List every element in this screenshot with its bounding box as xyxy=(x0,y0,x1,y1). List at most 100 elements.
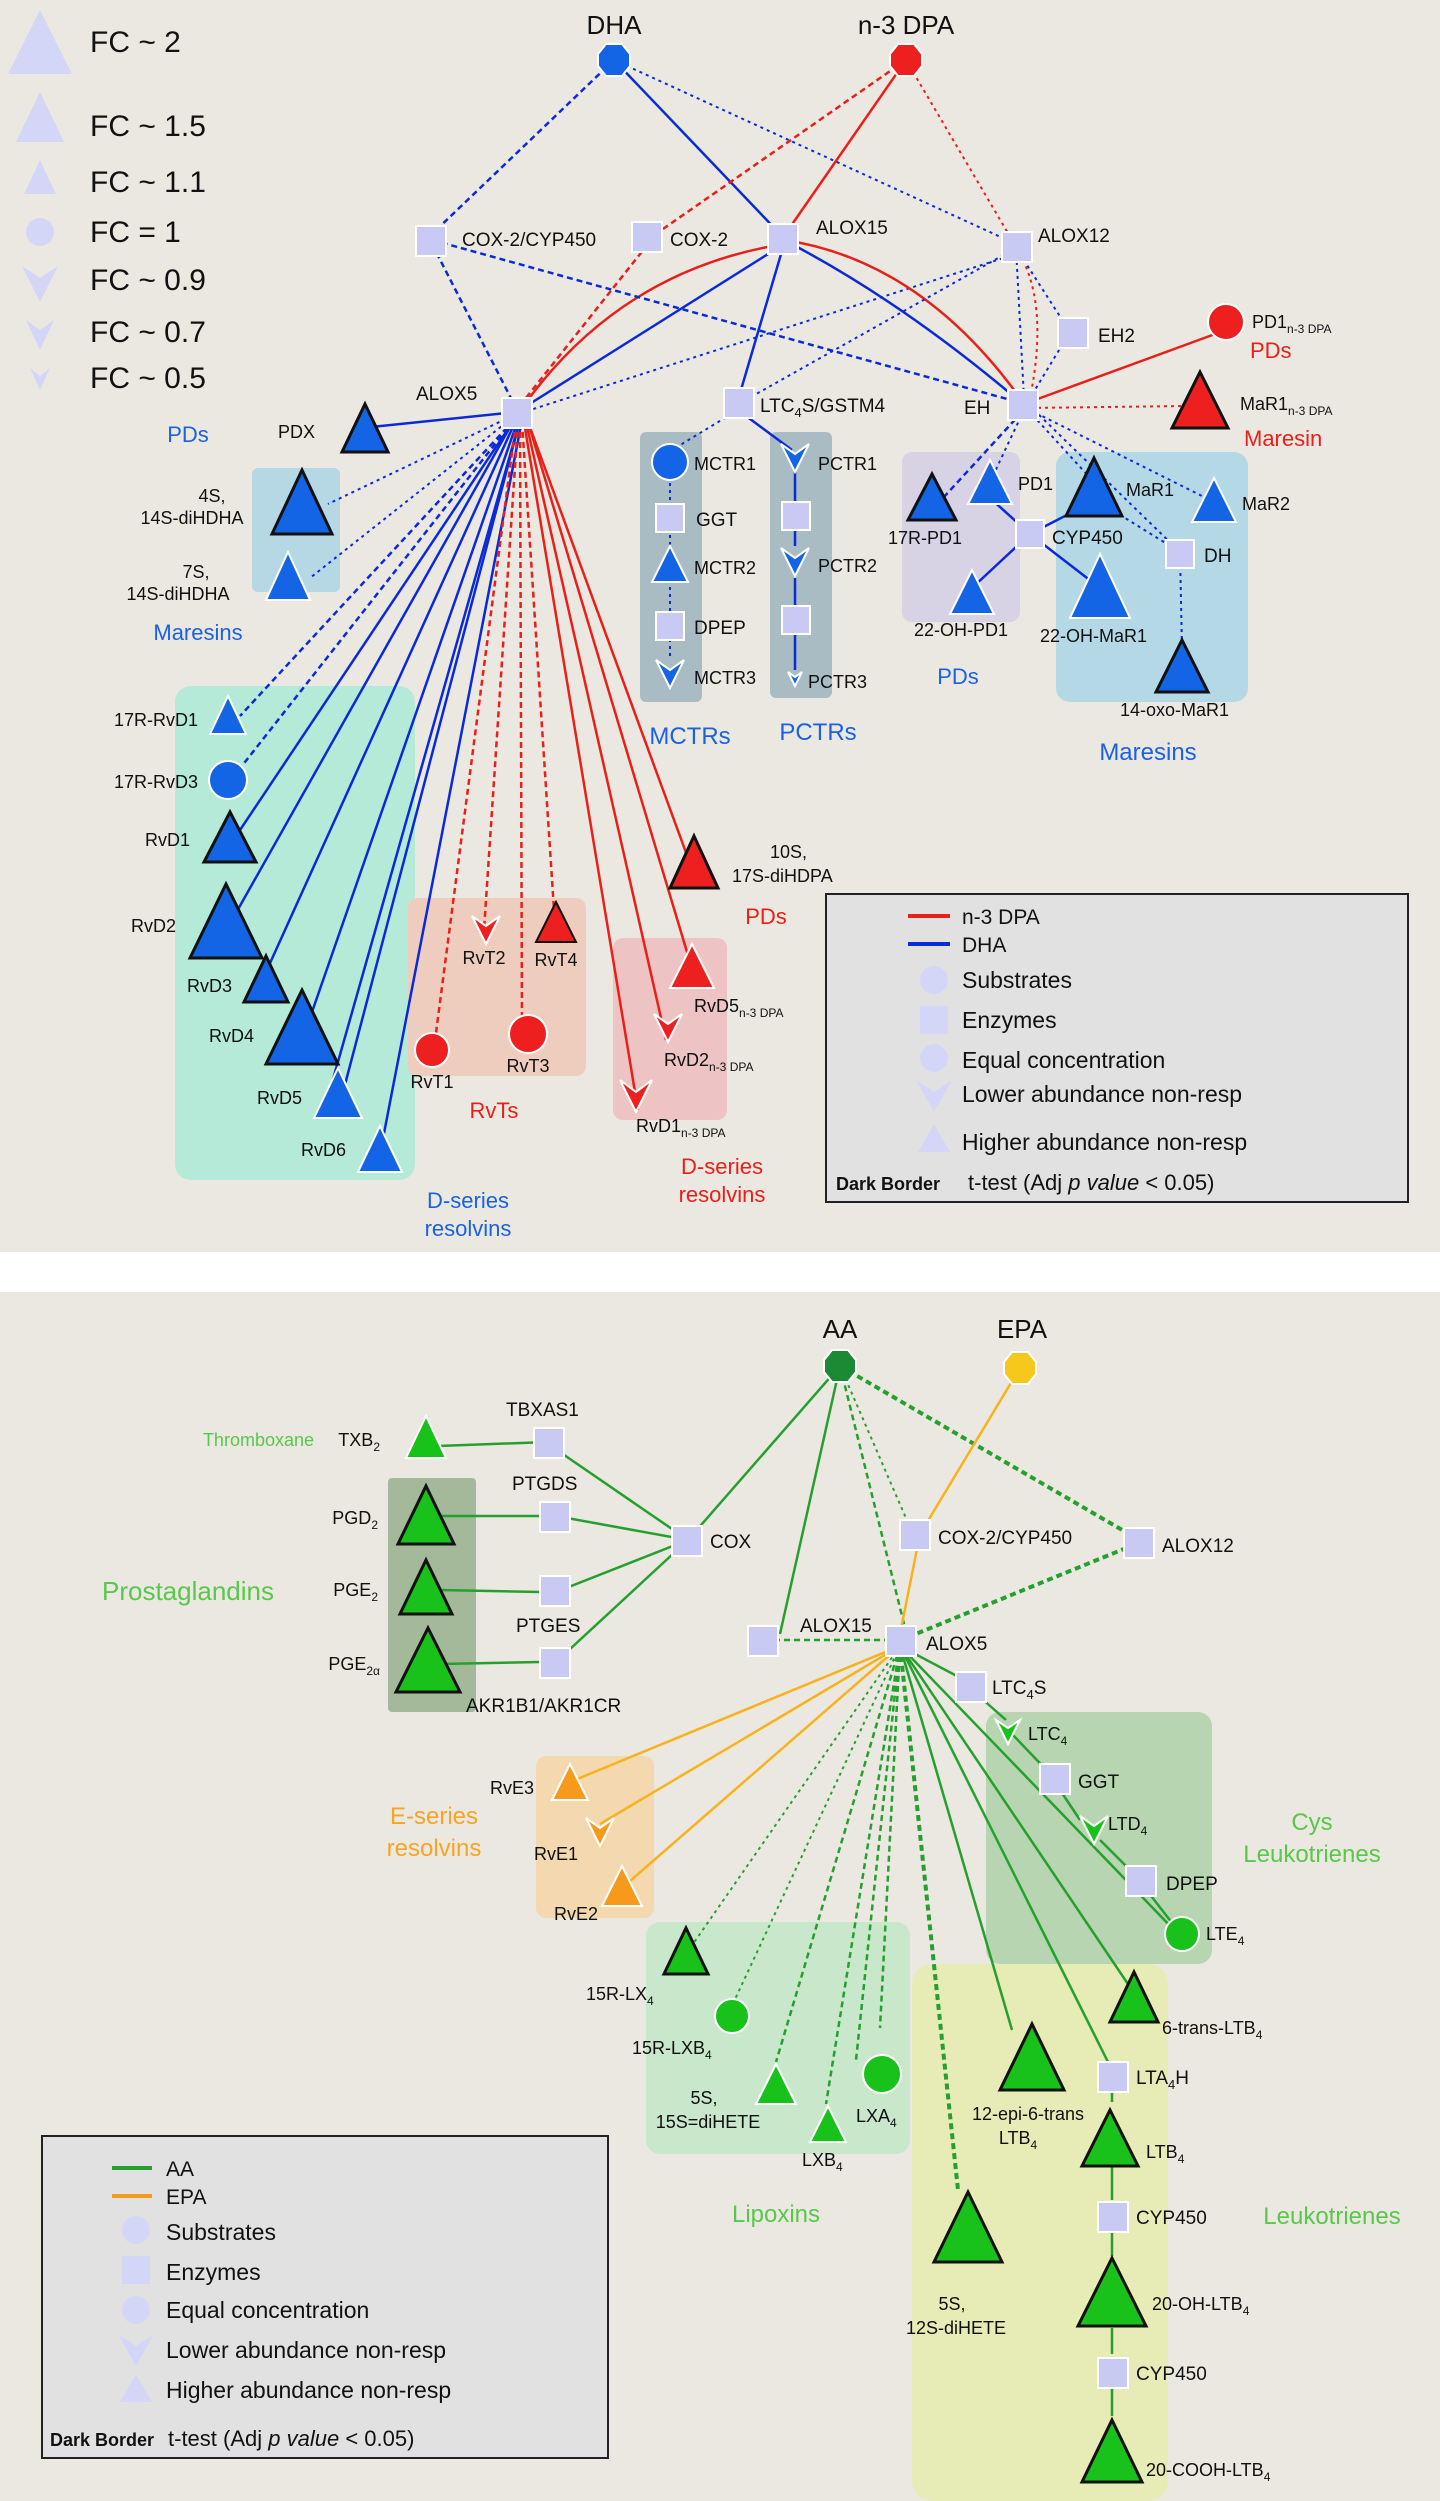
rve1-down-triangle xyxy=(585,1817,615,1849)
fc-legend-label: FC ~ 1.5 xyxy=(90,110,206,143)
cyp450-b-label: CYP450 xyxy=(1136,2364,1207,2385)
txb2-triangle xyxy=(404,1413,448,1459)
pctrs-label: PCTRs xyxy=(779,719,856,746)
6-trans-ltb4-triangle xyxy=(1107,1968,1161,2024)
enzyme-node xyxy=(533,1427,565,1459)
ltc4-down-triangle xyxy=(993,1717,1023,1747)
ggt-label: GGT xyxy=(1078,1772,1120,1793)
legend-substrates: Substrates xyxy=(962,967,1072,993)
cox2-cyp450-label: COX-2/CYP450 xyxy=(462,230,596,251)
substrates-icon xyxy=(122,2216,150,2244)
pctr1-label: PCTR1 xyxy=(818,454,877,474)
mar1-n3dpa-label: MaR1n-3 DPA xyxy=(1240,394,1332,418)
rvd1-n3dpa-down-triangle xyxy=(619,1079,653,1115)
rvts-label: RvTs xyxy=(470,1098,519,1123)
cyp450-label: CYP450 xyxy=(1052,528,1123,549)
pd1-n3dpa-circle xyxy=(1207,303,1245,341)
panel-separator xyxy=(0,1252,1440,1292)
legend-dark-border: Dark Border xyxy=(50,2430,154,2450)
15s-dihete-label: 15S=diHETE xyxy=(656,2112,761,2132)
alox15-label: ALOX15 xyxy=(816,218,888,239)
4s-label: 4S, xyxy=(198,486,225,506)
eh-label: EH xyxy=(964,398,990,419)
pd1-n3dpa-label: PD1n-3 DPA xyxy=(1252,312,1331,336)
panel-1-mediators xyxy=(187,303,1245,1173)
enzyme-node xyxy=(631,221,663,253)
aa-label: AA xyxy=(823,1314,858,1344)
rvd5-triangle xyxy=(312,1065,364,1119)
4s-14s-dihdha-triangle xyxy=(269,466,335,536)
20-cooh-ltb4-label: 20-COOH-LTB4 xyxy=(1146,2460,1271,2484)
12s-dihete-label: 12S-diHETE xyxy=(906,2318,1006,2338)
akr-label: AKR1B1/AKR1CR xyxy=(466,1696,621,1717)
14-oxo-mar1-label: 14-oxo-MaR1 xyxy=(1120,700,1229,720)
legend-higher: Higher abundance non-resp xyxy=(962,1129,1247,1155)
22-oh-pd1-label: 22-OH-PD1 xyxy=(914,620,1008,640)
rvd5-n3dpa-triangle xyxy=(668,941,716,989)
enzyme-node xyxy=(781,501,811,531)
pge2a-label: PGE2α xyxy=(328,1654,380,1678)
pgd2-label: PGD2 xyxy=(332,1508,378,1532)
enzyme-node xyxy=(1125,1865,1157,1897)
14s-dihdha-label: 14S-diHDHA xyxy=(126,584,229,604)
alox5-label: ALOX5 xyxy=(926,1634,987,1655)
15r-lxb4-circle xyxy=(714,1998,750,2034)
pds-n3-label: PDs xyxy=(1250,338,1292,363)
equal-icon xyxy=(920,1044,948,1072)
rvt3-circle xyxy=(508,1014,548,1054)
rvd2-n3dpa-label: RvD2n-3 DPA xyxy=(664,1050,753,1074)
enzyme-node xyxy=(539,1501,571,1533)
lxb4-triangle xyxy=(808,2103,848,2143)
rvd5-n3dpa-label: RvD5n-3 DPA xyxy=(694,996,783,1020)
enzyme-node xyxy=(1097,2357,1129,2389)
rvd1-triangle xyxy=(201,808,259,864)
legend-higher: Higher abundance non-resp xyxy=(166,2377,451,2403)
14-oxo-mar1-triangle xyxy=(1153,636,1211,694)
panel-2-legend: AA EPA Substrates Enzymes Equal concentr… xyxy=(41,2135,609,2459)
rvd2-n3dpa-down-triangle xyxy=(653,1013,683,1045)
17r-rvd3-circle xyxy=(208,760,248,800)
legend-enzymes: Enzymes xyxy=(166,2259,261,2285)
rvt1-circle xyxy=(414,1032,450,1068)
legend-substrates: Substrates xyxy=(166,2219,276,2245)
22-oh-mar1-label: 22-OH-MaR1 xyxy=(1040,626,1147,646)
fc-legend-label: FC ~ 2 xyxy=(90,26,181,59)
alox12-label: ALOX12 xyxy=(1038,226,1110,247)
pds-blue-label: PDs xyxy=(167,422,209,447)
enzyme-node xyxy=(1097,2201,1129,2233)
substrates-icon xyxy=(920,966,948,994)
lxb4-label: LXB4 xyxy=(802,2150,843,2174)
ptges-label: PTGES xyxy=(516,1616,580,1637)
rvt2-down-triangle xyxy=(471,915,501,947)
txb2-label: TXB2 xyxy=(338,1430,380,1454)
fc-legend-label: FC ~ 0.7 xyxy=(90,316,206,349)
enzyme-node xyxy=(539,1647,571,1679)
enzyme-node xyxy=(1015,519,1045,549)
alox12-label: ALOX12 xyxy=(1162,1536,1234,1557)
maresins-right-label: Maresins xyxy=(1099,739,1196,766)
mar1-label: MaR1 xyxy=(1126,480,1174,500)
pgd2-triangle xyxy=(395,1482,457,1546)
panel-1-enzyme-labels: COX-2/CYP450 COX-2 ALOX15 ALOX12 ALOX5 L… xyxy=(416,218,1231,639)
7s-label: 7S, xyxy=(182,562,209,582)
5s-12s-dihete-triangle xyxy=(931,2188,1005,2264)
panel-2-edges xyxy=(437,1364,1177,2416)
panel-1-group-labels: PDs Maresins D-series resolvins RvTs D-s… xyxy=(153,338,1322,1241)
legend-lower: Lower abundance non-resp xyxy=(962,1081,1242,1107)
cox2-cyp450-label: COX-2/CYP450 xyxy=(938,1528,1072,1549)
lte4-label: LTE4 xyxy=(1206,1924,1245,1948)
rvd6-triangle xyxy=(356,1123,404,1173)
resolvins-label: resolvins xyxy=(387,1835,482,1862)
ltd4-label: LTD4 xyxy=(1108,1814,1148,1838)
pctr2-label: PCTR2 xyxy=(818,556,877,576)
leukotrienes-cys-label: Leukotrienes xyxy=(1243,1841,1380,1868)
cys-label: Cys xyxy=(1291,1809,1332,1836)
lta4h-label: LTA4H xyxy=(1136,2068,1189,2092)
dpep-label: DPEP xyxy=(1166,1874,1218,1895)
ltd4-down-triangle xyxy=(1079,1815,1109,1847)
legend-dark-border: Dark Border xyxy=(836,1174,940,1194)
rvd2-label: RvD2 xyxy=(131,916,176,936)
10s-label: 10S, xyxy=(770,842,807,862)
panel-1-enzymes xyxy=(415,221,1195,641)
